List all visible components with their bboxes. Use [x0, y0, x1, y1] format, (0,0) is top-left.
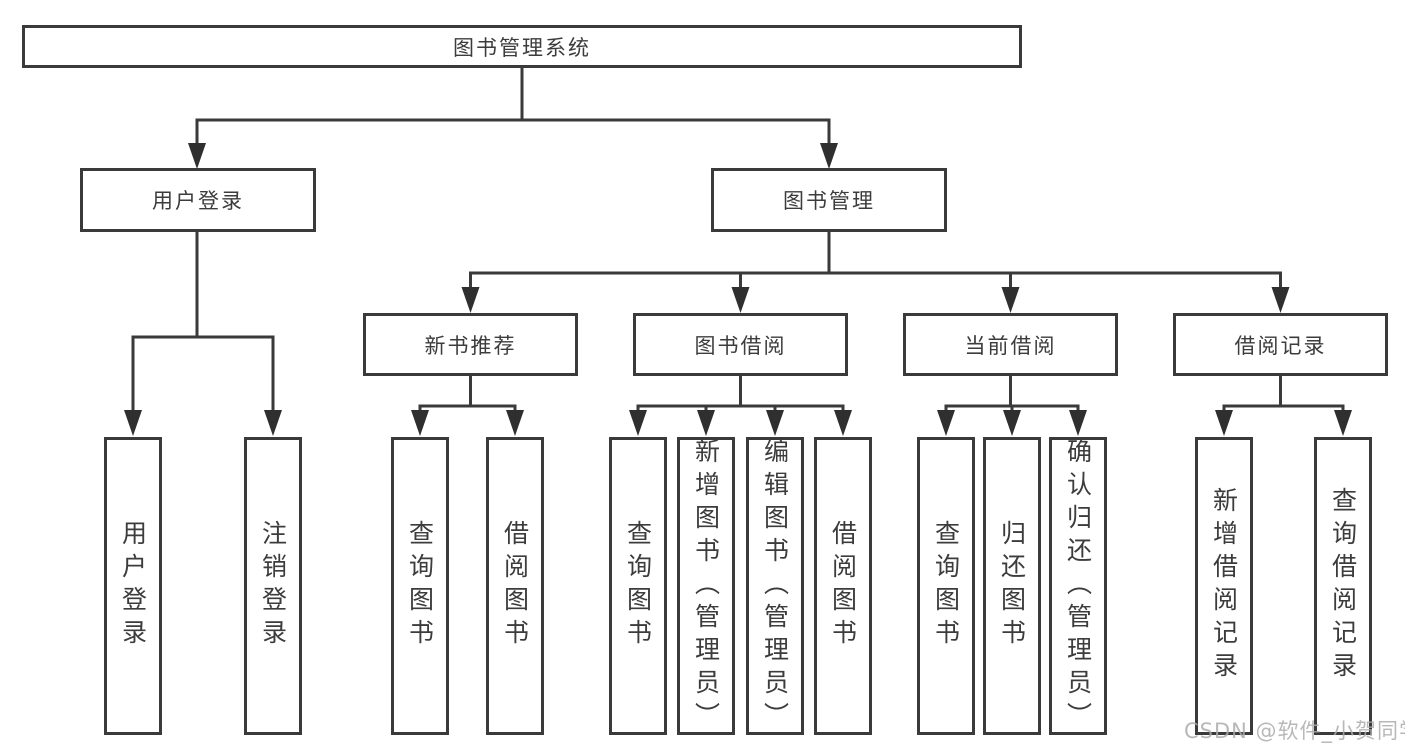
arrow-down-icon	[1334, 410, 1352, 436]
leaf-records-add-record: 新增借阅记录	[1195, 437, 1253, 735]
arrow-down-icon	[264, 410, 282, 436]
arrow-down-icon	[1215, 410, 1233, 436]
node-root-label: 图书管理系统	[453, 35, 591, 60]
connector-borrowing-records-children	[1222, 376, 1345, 411]
connector-current-borrowing-children	[944, 376, 1080, 411]
node-user-login-group: 用户登录	[80, 168, 316, 232]
leaf-borrowing-borrow-books-label: 借阅图书	[828, 520, 858, 652]
arrow-down-icon	[937, 410, 955, 436]
node-book-borrowing: 图书借阅	[633, 313, 848, 376]
connector-user-login-children	[131, 232, 275, 410]
leaf-newbook-query-books-label: 查询图书	[405, 520, 435, 652]
leaf-newbook-borrow-books-label: 借阅图书	[500, 520, 530, 652]
arrow-down-icon	[506, 410, 524, 436]
connector-book-borrowing-children	[636, 376, 845, 411]
leaf-newbook-query-books: 查询图书	[391, 437, 449, 735]
leaf-current-return-books: 归还图书	[983, 437, 1041, 735]
leaf-records-add-record-label: 新增借阅记录	[1209, 487, 1239, 685]
node-book-borrowing-label: 图书借阅	[694, 333, 787, 358]
connector-root-to-level2	[195, 66, 831, 144]
arrow-down-icon	[697, 410, 715, 436]
leaf-records-query-record: 查询借阅记录	[1314, 437, 1372, 735]
leaf-records-query-record-label: 查询借阅记录	[1328, 487, 1358, 685]
arrow-down-icon	[124, 410, 142, 436]
arrow-down-icon	[820, 143, 838, 169]
connector-book-management-children	[469, 232, 1282, 288]
arrow-down-icon	[188, 143, 206, 169]
connector-new-book-children	[418, 376, 517, 411]
arrow-down-icon	[1069, 410, 1087, 436]
node-borrowing-records: 借阅记录	[1173, 313, 1388, 376]
leaf-logout-label: 注销登录	[258, 520, 288, 652]
arrow-down-icon	[1001, 287, 1020, 313]
node-root: 图书管理系统	[22, 25, 1022, 68]
arrow-down-icon	[629, 410, 647, 436]
leaf-user-login: 用户登录	[104, 437, 162, 735]
leaf-borrowing-edit-books-admin-label: 编辑图书（管理员）	[760, 437, 790, 735]
leaf-borrowing-query-books-label: 查询图书	[623, 520, 653, 652]
leaf-borrowing-add-books-admin: 新增图书（管理员）	[677, 437, 735, 735]
csdn-watermark: CSDN @软件_小贺同学	[1184, 719, 1405, 743]
leaf-current-query-books-label: 查询图书	[931, 520, 961, 652]
node-user-login-group-label: 用户登录	[152, 189, 244, 213]
node-new-book-recommendation: 新书推荐	[363, 313, 578, 376]
leaf-borrowing-query-books: 查询图书	[609, 437, 667, 735]
node-book-management-group-label: 图书管理	[783, 189, 875, 213]
node-current-borrowing: 当前借阅	[903, 313, 1118, 376]
node-borrowing-records-label: 借阅记录	[1234, 333, 1327, 358]
leaf-borrowing-edit-books-admin: 编辑图书（管理员）	[746, 437, 804, 735]
leaf-current-confirm-return-admin: 确认归还（管理员）	[1049, 437, 1107, 735]
arrow-down-icon	[1003, 410, 1021, 436]
arrow-down-icon	[1271, 287, 1290, 313]
leaf-newbook-borrow-books: 借阅图书	[486, 437, 544, 735]
arrow-down-icon	[834, 410, 852, 436]
arrow-down-icon	[731, 287, 750, 313]
leaf-current-query-books: 查询图书	[917, 437, 975, 735]
leaf-borrowing-borrow-books: 借阅图书	[814, 437, 872, 735]
node-current-borrowing-label: 当前借阅	[964, 333, 1057, 358]
leaf-borrowing-add-books-admin-label: 新增图书（管理员）	[691, 437, 721, 735]
leaf-user-login-label: 用户登录	[118, 520, 148, 652]
arrow-down-icon	[411, 410, 429, 436]
arrow-down-icon	[461, 287, 480, 313]
leaf-current-confirm-return-admin-label: 确认归还（管理员）	[1063, 437, 1093, 735]
leaf-logout: 注销登录	[244, 437, 302, 735]
leaf-current-return-books-label: 归还图书	[997, 520, 1027, 652]
node-new-book-recommendation-label: 新书推荐	[424, 333, 517, 358]
arrow-down-icon	[766, 410, 784, 436]
node-book-management-group: 图书管理	[711, 168, 947, 232]
